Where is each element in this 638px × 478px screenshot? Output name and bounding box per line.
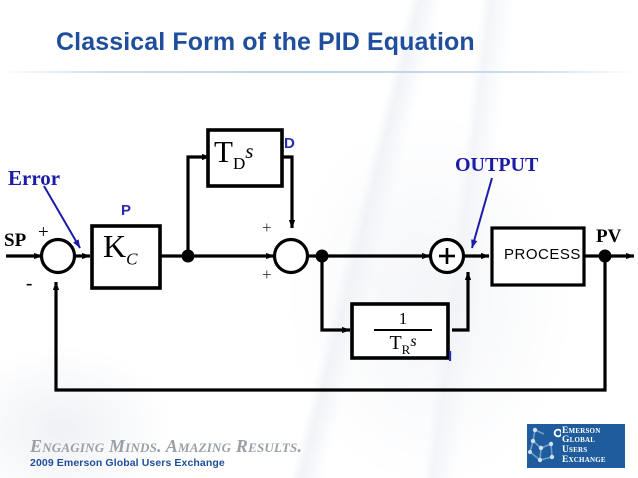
kc-symbol: K <box>103 228 127 264</box>
block-process <box>490 226 586 287</box>
output-annotation-label: OUTPUT <box>455 154 539 176</box>
feedback-minus-sign: - <box>26 273 33 294</box>
network-nodes-icon <box>527 424 563 468</box>
logo-line-users: Users <box>562 445 588 455</box>
process-block-label: PROCESS <box>504 246 581 263</box>
branch-node-feedback <box>598 249 612 263</box>
setpoint-label: SP <box>4 230 27 251</box>
logo-line-emerson: Emerson <box>562 425 601 436</box>
integral-tag-label: I <box>448 348 453 365</box>
mid-sum-plus-top: + <box>262 218 272 237</box>
logo-wordmark: Emerson Global Users Exchange <box>561 425 606 465</box>
logo-line-global: Global <box>562 435 596 446</box>
wire-branch2-to-integral <box>320 256 351 334</box>
td-operator: s <box>245 139 254 163</box>
integral-numerator: 1 <box>398 309 408 328</box>
mid-sum-plus-bottom: + <box>262 265 272 284</box>
branch-node-proportional <box>181 249 195 263</box>
title-divider <box>0 71 638 73</box>
derivative-expression: TDs <box>214 134 253 174</box>
error-summing-junction <box>39 237 77 275</box>
block-derivative-tds <box>206 128 284 188</box>
td-subscript: D <box>232 154 246 174</box>
footer-event-name: 2009 Emerson Global Users Exchange <box>30 457 225 469</box>
wire-integral-to-right-sum <box>452 271 472 332</box>
tr-operator: s <box>410 332 417 350</box>
logo-line-exchange: Exchange <box>562 454 606 465</box>
derivative-tag-label: D <box>284 135 295 152</box>
integral-denominator: TRs <box>360 333 446 356</box>
emerson-global-users-exchange-logo: Emerson Global Users Exchange <box>527 424 625 468</box>
error-annotation-arrow <box>43 185 81 249</box>
td-symbol: T <box>214 134 233 169</box>
proportional-tag-label: P <box>121 202 132 219</box>
page-title: Classical Form of the PID Equation <box>56 28 475 56</box>
output-annotation-arrow <box>471 177 493 249</box>
wire-derivative-to-mid-sum <box>280 155 296 229</box>
block-integral-1-over-trs <box>350 302 450 360</box>
tr-symbol: T <box>389 331 402 354</box>
proportional-gain-expression: KC <box>103 228 137 269</box>
error-annotation-label: Error <box>8 166 61 190</box>
mid-summing-junction <box>272 237 310 275</box>
branch-node-integral <box>315 249 329 263</box>
integral-expression: 1 TRs <box>360 310 446 356</box>
right-sum-plus-glyph <box>439 248 455 264</box>
sp-plus-sign: + <box>38 222 49 243</box>
fraction-bar <box>374 329 432 331</box>
wire-feedback-path <box>52 256 607 392</box>
kc-subscript: C <box>126 249 138 269</box>
process-variable-label: PV <box>596 226 622 247</box>
tr-subscript: R <box>401 341 411 357</box>
block-proportional-kc <box>90 224 162 290</box>
wire-branch-to-derivative <box>186 153 211 256</box>
footer-tagline: Engaging Minds. Amazing Results. <box>30 436 303 456</box>
